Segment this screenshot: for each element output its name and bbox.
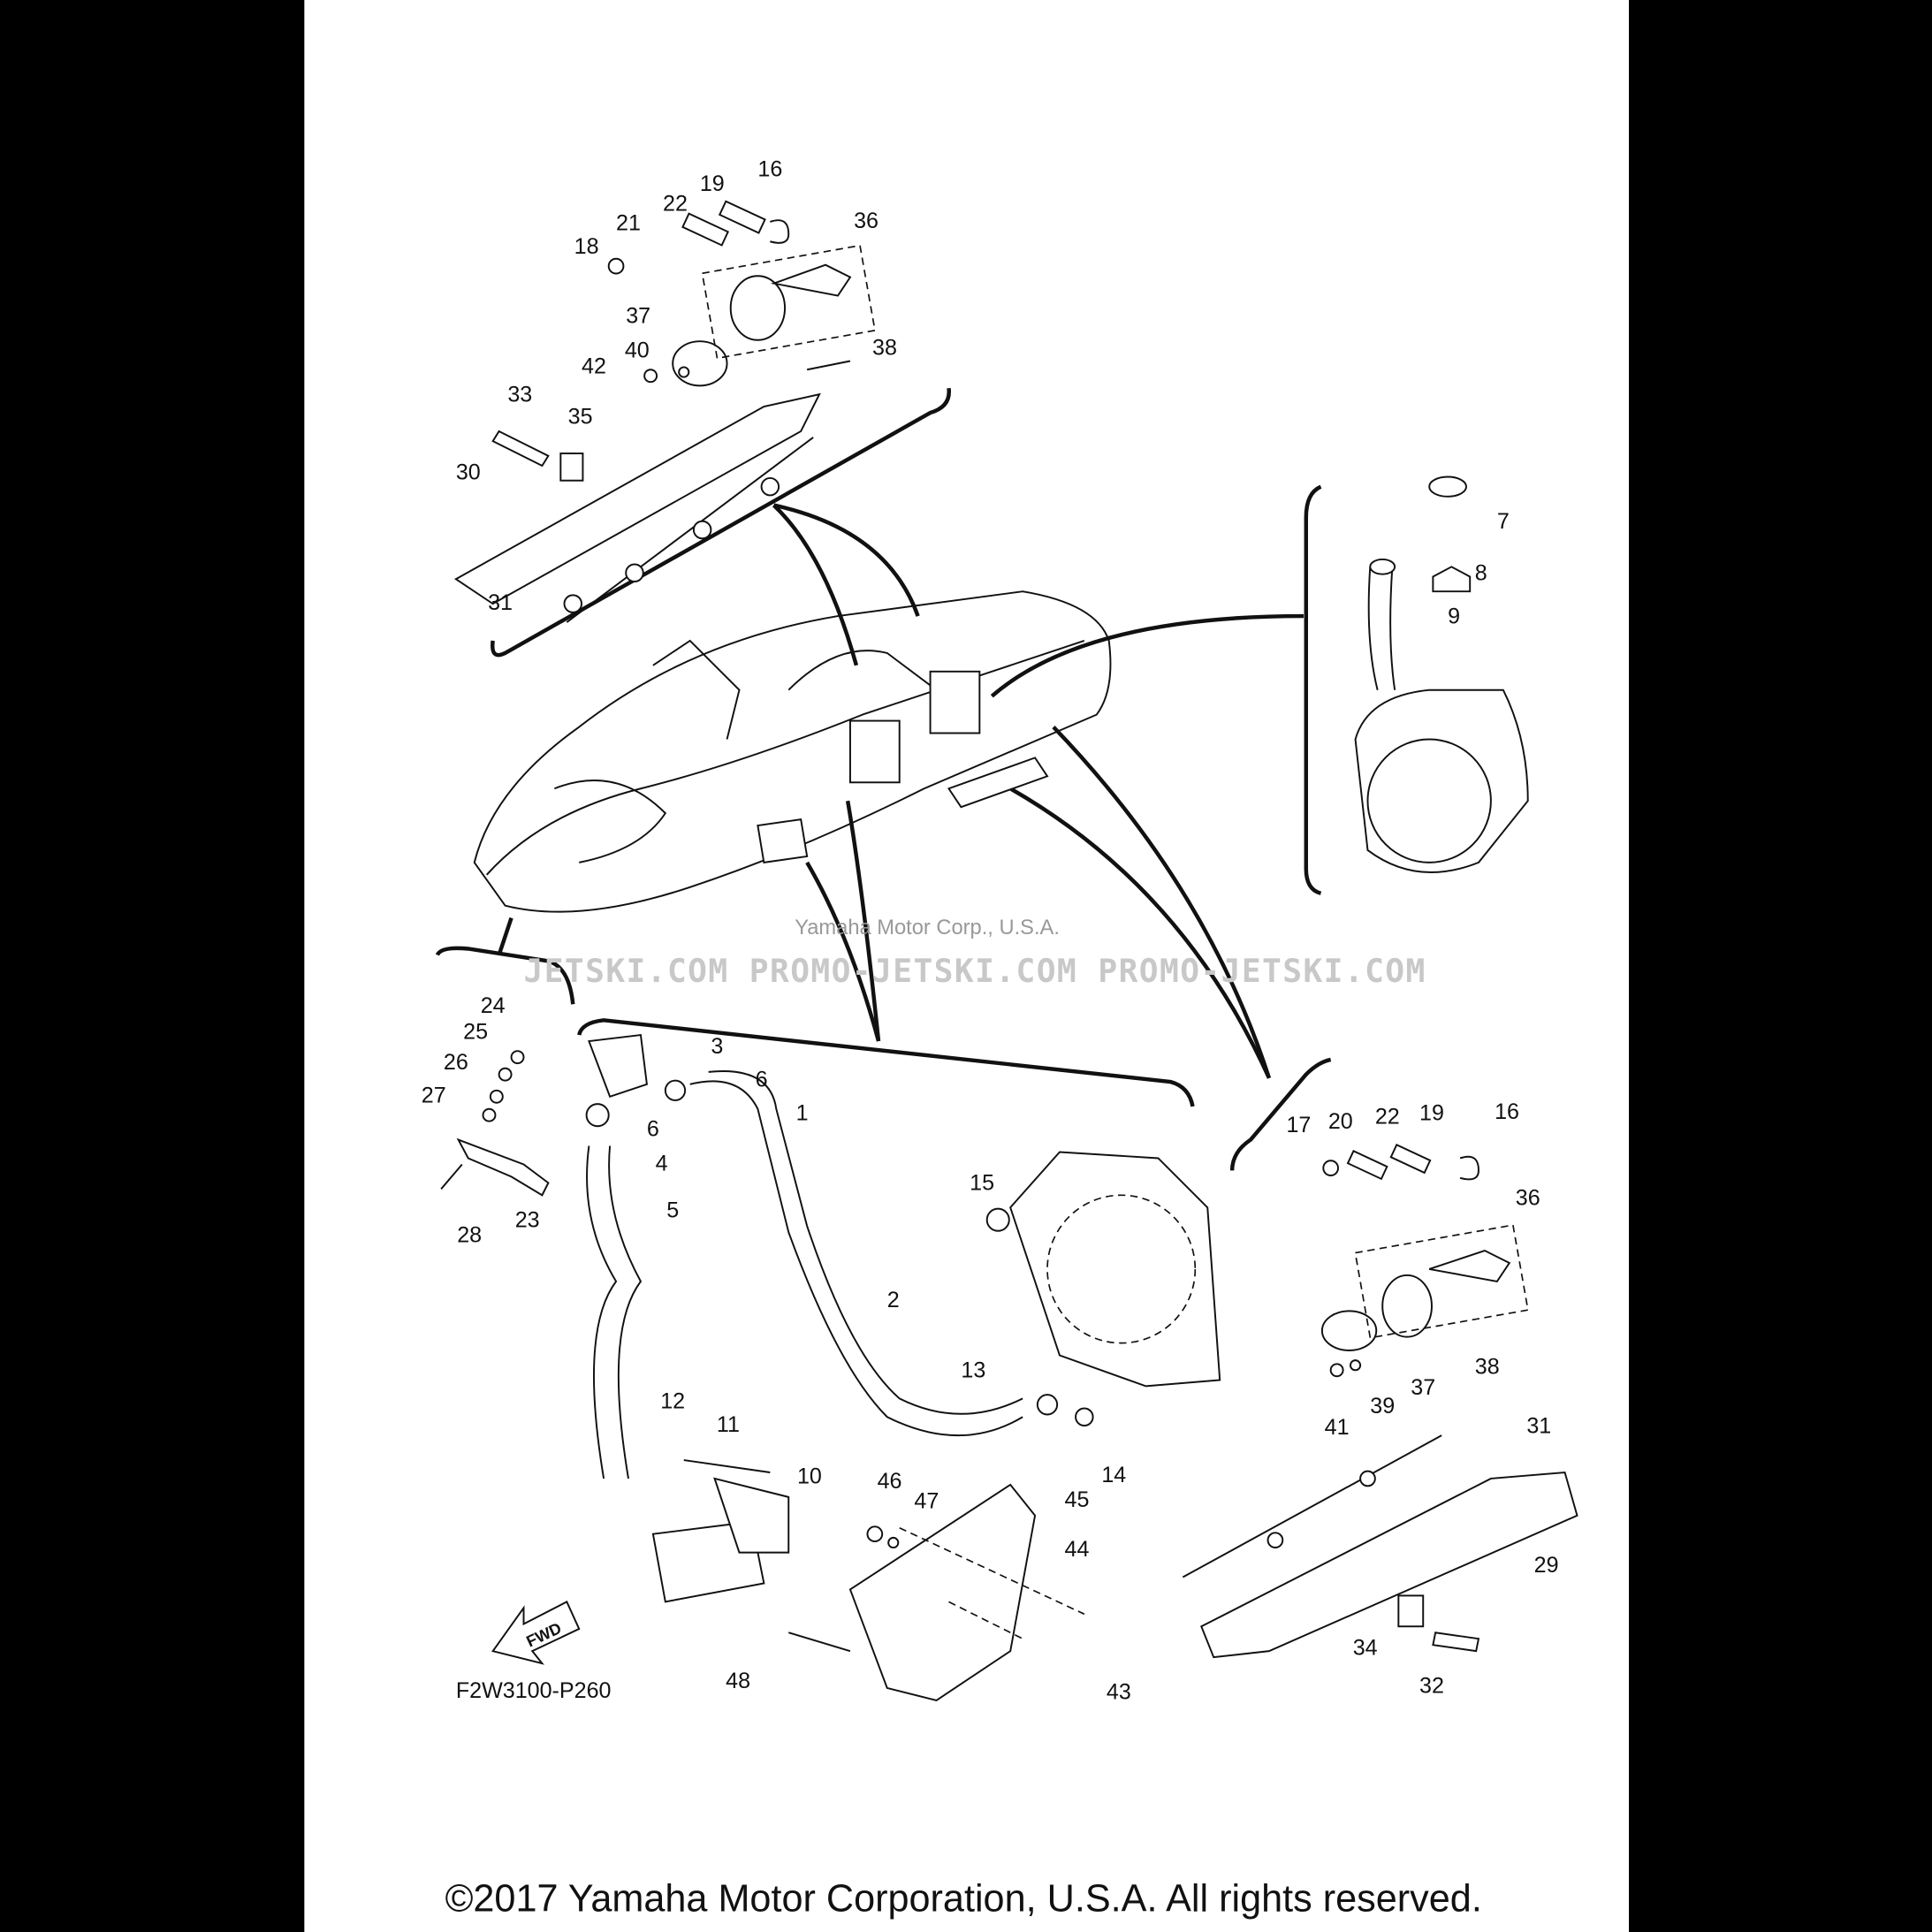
watercraft-hull [473,590,1112,913]
callout-27: 27 [422,1084,446,1108]
callout-47: 47 [914,1488,939,1513]
callout-29: 29 [1534,1553,1559,1578]
callout-11: 11 [717,1412,740,1437]
right-group-bracket [1304,484,1322,895]
callout-24: 24 [481,993,506,1018]
bracket-group-hoses [577,1018,1195,1107]
right-rail-assembly [1182,1144,1578,1659]
hoses [585,1033,1023,1479]
callout-8: 8 [1475,561,1487,586]
watermark-inner: Yamaha Motor Corp., U.S.A. [795,917,1060,939]
callout-3: 3 [711,1034,723,1059]
callout-16: 16 [757,156,782,181]
callout-13: 13 [961,1358,985,1383]
callout-41: 41 [1325,1415,1350,1440]
callout-39: 39 [1370,1394,1395,1419]
callout-38b: 38 [1475,1354,1500,1379]
pump-cover [787,1483,1085,1701]
copyright-notice: ©2017 Yamaha Motor Corporation, U.S.A. A… [445,1877,1482,1920]
callout-34: 34 [1353,1635,1378,1660]
bracket-group-left [435,946,575,1005]
callout-23: 23 [515,1208,540,1233]
callout-33: 33 [507,382,532,407]
callout-16b: 16 [1495,1099,1519,1124]
callout-20: 20 [1328,1109,1353,1134]
callout-19: 19 [700,171,725,196]
callout-31: 31 [488,590,513,615]
electrical-box [651,1459,790,1603]
callout-17: 17 [1286,1113,1311,1137]
callout-43: 43 [1107,1680,1131,1705]
callout-4: 4 [656,1151,668,1175]
callout-30: 30 [456,460,481,484]
top-group-bracket [491,387,951,658]
callout-14: 14 [1101,1463,1126,1487]
callout-35: 35 [568,405,593,430]
bracket-group-right [1229,1057,1332,1171]
callout-37b: 37 [1411,1375,1435,1400]
callout-22b: 22 [1375,1104,1400,1129]
callout-38: 38 [872,336,897,361]
callout-labels: 16 19 22 21 18 36 37 40 42 38 33 35 30 3… [422,156,1559,1704]
callout-5: 5 [666,1198,679,1222]
callout-6b: 6 [647,1116,659,1141]
top-rail-assembly [453,200,876,623]
callout-44: 44 [1065,1537,1090,1562]
nozzle-plate [985,1151,1221,1426]
callout-6: 6 [756,1068,768,1092]
callout-36: 36 [854,209,879,233]
stay-bracket [440,1050,550,1197]
callout-18: 18 [574,234,599,259]
callout-21: 21 [616,211,641,236]
callout-25: 25 [463,1019,488,1044]
callout-32: 32 [1419,1674,1444,1699]
callout-10: 10 [797,1464,822,1489]
callout-28: 28 [457,1222,482,1247]
callout-7: 7 [1497,509,1510,534]
drawing-code: F2W3100-P260 [456,1678,612,1703]
jet-pump-housing [1354,475,1529,874]
callout-31b: 31 [1526,1413,1551,1438]
callout-15: 15 [970,1171,994,1196]
callout-40: 40 [625,338,650,362]
callout-1: 1 [796,1100,809,1125]
callout-2: 2 [887,1288,900,1312]
callout-9: 9 [1448,604,1460,628]
callout-36b: 36 [1516,1185,1540,1210]
callout-45: 45 [1065,1487,1090,1512]
callout-42: 42 [582,354,606,378]
callout-22: 22 [663,191,688,216]
callout-37: 37 [626,303,650,328]
callout-26: 26 [444,1050,468,1075]
callout-46: 46 [878,1469,902,1494]
callout-48: 48 [726,1669,750,1693]
callout-12: 12 [660,1388,685,1413]
watermark: JETSKI.COM PROMO-JETSKI.COM PROMO-JETSKI… [524,952,1426,990]
callout-19b: 19 [1419,1100,1444,1125]
